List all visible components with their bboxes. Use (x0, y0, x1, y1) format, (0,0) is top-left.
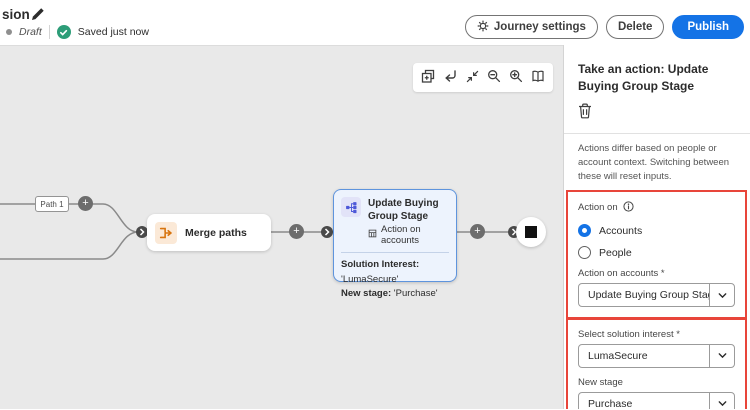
zoom-in-button[interactable] (506, 67, 526, 89)
action-node-header: Update Buying Group Stage (341, 197, 449, 223)
select-value: Update Buying Group Stage (588, 289, 709, 302)
header-actions: Journey settings Delete Publish (464, 15, 744, 39)
annotation-divider (568, 317, 745, 320)
minimap-button[interactable] (528, 67, 548, 89)
journey-end-node[interactable] (516, 217, 546, 247)
zoom-out-button[interactable] (484, 67, 504, 89)
rearrange-button[interactable] (440, 67, 460, 89)
select-value: Purchase (588, 397, 633, 409)
action-node-subtitle: Action on accounts (368, 224, 449, 246)
radio-label-accounts: Accounts (599, 224, 643, 237)
panel-title: Take an action: Update Buying Group Stag… (578, 62, 709, 93)
merge-input-port (136, 226, 148, 238)
chevron-down-icon (709, 284, 734, 307)
action-on-label: Action on (578, 202, 618, 214)
action-on-accounts-select[interactable]: Update Buying Group Stage (578, 283, 735, 308)
end-square-icon (525, 226, 537, 238)
chevron-down-icon (709, 392, 734, 409)
journey-canvas[interactable]: Path 1 + Merge paths + (0, 45, 563, 409)
solution-interest-select[interactable]: LumaSecure (578, 343, 735, 368)
draft-status-dot (6, 29, 12, 35)
update-buying-group-stage-node[interactable]: Update Buying Group Stage Action on acco… (333, 189, 457, 299)
field-label: New stage (578, 376, 623, 388)
chevron-down-icon (709, 344, 734, 367)
annotation-highlight-box: Action on Accounts People (566, 190, 747, 409)
field-solution-interest: Select solution interest * LumaSecure (578, 329, 735, 368)
minimap-book-icon (531, 69, 545, 86)
publish-label: Publish (687, 21, 729, 33)
duplicate-icon (421, 69, 435, 86)
fit-view-icon (466, 70, 479, 86)
canvas-toolbar (413, 63, 553, 92)
detail-solution-interest: Solution Interest: 'LumaSecure' (341, 259, 420, 285)
update-stage-icon (341, 197, 361, 217)
field-label: Select solution interest * (578, 328, 680, 340)
status-label: Draft (19, 26, 42, 38)
zoom-out-icon (487, 69, 501, 86)
radio-selected-icon (578, 224, 591, 238)
radio-option-accounts[interactable]: Accounts (578, 224, 735, 238)
merge-paths-label: Merge paths (185, 226, 247, 239)
delete-button[interactable]: Delete (605, 15, 665, 39)
accounts-grid-icon (368, 229, 377, 241)
action-node-title: Update Buying Group Stage (368, 198, 439, 223)
delete-node-button[interactable] (578, 103, 592, 122)
rearrange-arrow-icon (443, 69, 457, 86)
fit-view-button[interactable] (462, 67, 482, 89)
delete-label: Delete (617, 21, 653, 33)
save-status-text: Saved just now (77, 26, 149, 38)
publish-button[interactable]: Publish (672, 15, 744, 39)
add-node-button[interactable]: + (78, 196, 93, 211)
field-action-on-accounts: Action on accounts * Update Buying Group… (578, 268, 735, 308)
radio-label-people: People (599, 246, 632, 259)
trash-icon (578, 103, 592, 122)
journey-settings-button[interactable]: Journey settings (464, 15, 598, 39)
action-input-port (321, 226, 333, 238)
detail-new-stage: New stage: 'Purchase' (341, 287, 438, 299)
action-config-panel: Take an action: Update Buying Group Stag… (563, 45, 750, 409)
action-node-subtitle-text: Action on accounts (381, 224, 421, 247)
status-row: Draft Saved just now (6, 25, 149, 39)
merge-paths-icon (155, 221, 177, 244)
info-icon (623, 200, 634, 215)
info-button[interactable] (623, 200, 634, 215)
add-node-button[interactable]: + (289, 224, 304, 239)
action-on-label-row: Action on (578, 200, 735, 215)
divider (564, 132, 750, 134)
pencil-icon (31, 8, 45, 24)
duplicate-button[interactable] (418, 67, 438, 89)
radio-unselected-icon (578, 246, 591, 260)
divider (48, 25, 50, 39)
radio-option-people[interactable]: People (578, 246, 735, 260)
panel-description: Actions differ based on people or accoun… (578, 142, 730, 183)
new-stage-select[interactable]: Purchase (578, 391, 735, 409)
journey-settings-label: Journey settings (493, 21, 586, 33)
gear-icon (477, 20, 489, 35)
field-new-stage: New stage Purchase (578, 377, 735, 409)
zoom-in-icon (509, 69, 523, 86)
journey-title: sion (2, 7, 30, 22)
field-label: Action on accounts * (578, 268, 665, 280)
add-node-button[interactable]: + (470, 224, 485, 239)
header-bar: sion Draft Saved just now (0, 0, 750, 45)
saved-check-icon (56, 25, 71, 39)
path-label: Path 1 (35, 196, 69, 212)
merge-paths-node[interactable]: Merge paths (147, 214, 271, 251)
select-value: LumaSecure (588, 349, 648, 362)
edit-title-button[interactable] (30, 7, 46, 23)
action-node-details: Solution Interest: 'LumaSecure' New stag… (341, 252, 449, 301)
